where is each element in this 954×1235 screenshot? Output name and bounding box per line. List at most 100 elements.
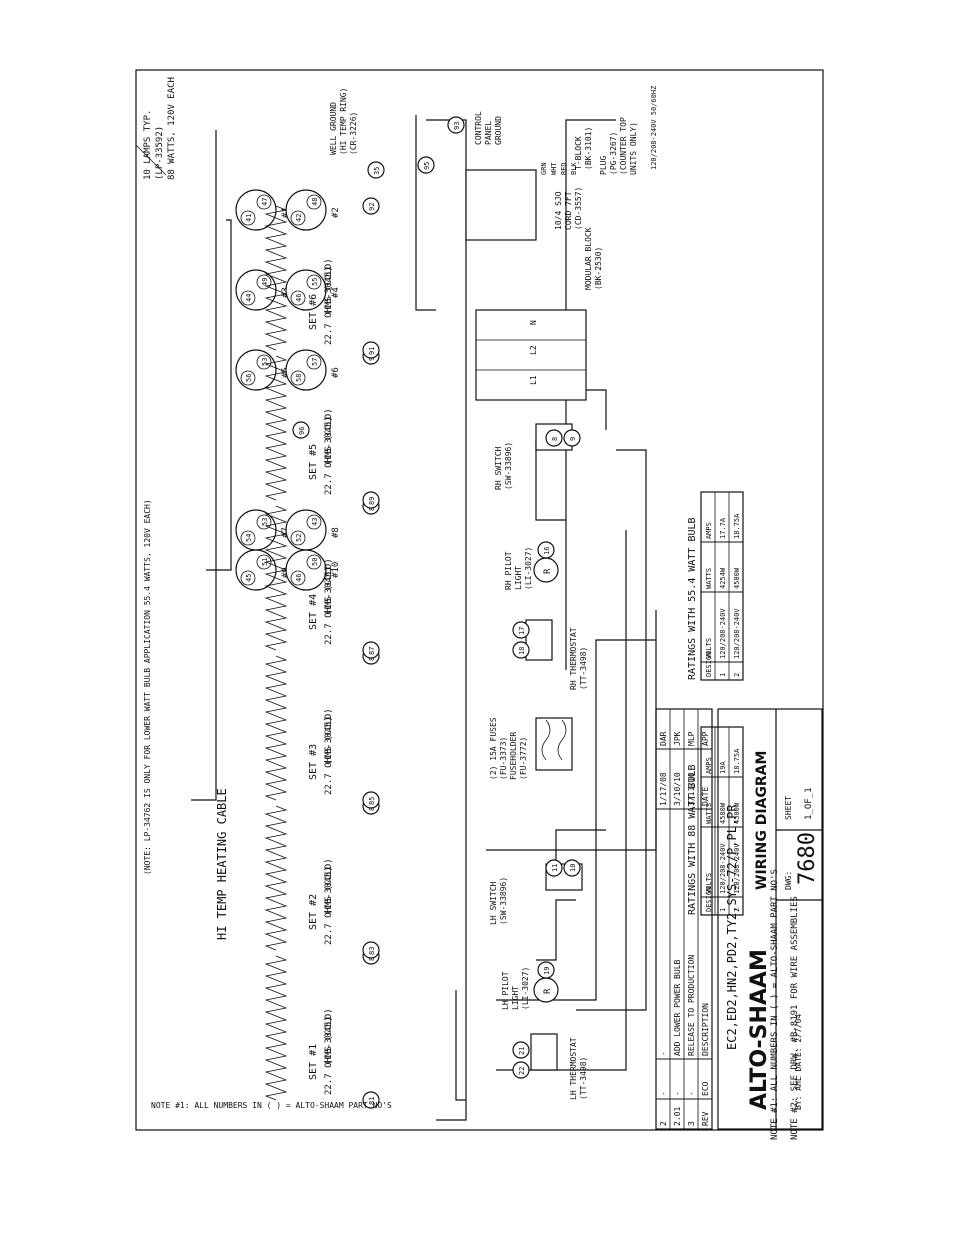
table-cell: 2 xyxy=(733,908,741,912)
revision-cell: - xyxy=(659,1091,668,1096)
lamp-terminal-a: 54 xyxy=(245,534,253,542)
revision-cell: DESCRIPTION xyxy=(701,1003,710,1056)
rotated-drawing: (NOTE: LP-34762 IS ONLY FOR LOWER WATT B… xyxy=(135,77,823,1130)
well-ground-label: WELL GROUND xyxy=(329,102,338,155)
wire-wht: WHT xyxy=(550,162,558,175)
table-cell: 18.75A xyxy=(733,748,741,774)
lamp-terminal-a: 45 xyxy=(245,574,253,582)
lh-switch-label: LH SWITCH xyxy=(489,881,498,925)
revision-cell: 2 xyxy=(659,1121,668,1126)
lamp-terminal-a: 41 xyxy=(245,214,253,222)
heating-set-part: (CB-3045) xyxy=(324,866,334,915)
lamp-label: #6 xyxy=(331,367,341,378)
by-date: BY: AHL DATE: 2/7/04 xyxy=(794,1013,803,1110)
dwg-label: DWG: xyxy=(784,871,793,890)
svg-text:R: R xyxy=(543,988,553,994)
table-cell: 4254W xyxy=(719,567,727,589)
lh-pilot-line3: (LI-3027) xyxy=(521,967,530,1010)
revision-cell: REV xyxy=(701,1111,710,1126)
svg-text:10: 10 xyxy=(569,864,577,872)
terminal-l2: L2 xyxy=(529,345,538,355)
svg-text:19: 19 xyxy=(543,967,551,975)
plug-note-1: (COUNTER TOP xyxy=(619,117,628,175)
heating-set-part: (CB-3045) xyxy=(324,1016,334,1065)
terminal-l1: L1 xyxy=(529,375,538,385)
table-cell: 1 xyxy=(719,673,727,677)
heating-set-3: SET #322.7 OHMS (COLD)(CB-3045)8586 xyxy=(264,647,380,809)
plug-note-2: UNITS ONLY) xyxy=(629,122,638,175)
well-ground-part: (CR-3226) xyxy=(349,112,358,155)
revision-cell: 3 xyxy=(687,1121,696,1126)
table-cell: 2 xyxy=(733,673,741,677)
lh-pilot-label: LH PILOT xyxy=(501,971,510,1010)
heating-cable-group: SET #122.7 OHMS (COLD)(CB-3045)8182SET #… xyxy=(264,197,380,1109)
lamp-terminal-a: 44 xyxy=(245,294,253,302)
svg-text:22: 22 xyxy=(518,1067,526,1075)
lamp-label: #10 xyxy=(331,562,341,578)
heating-set-part: (CB-3045) xyxy=(324,716,334,765)
revision-cell: 3/11/10 xyxy=(687,772,696,806)
revision-cell: 3/10/10 xyxy=(673,772,682,806)
dwg-number: 7680 xyxy=(795,832,820,885)
heating-set-right-node: 92 xyxy=(368,203,376,211)
lamp-2: 42 48 #2 xyxy=(285,189,341,231)
cord-part: (CD-3557) xyxy=(574,187,583,230)
plug-part: (PG-3267) xyxy=(609,132,618,175)
lamp-terminal-a: 42 xyxy=(295,214,303,222)
lh-pilot-line2: LIGHT xyxy=(511,986,520,1010)
fuseholder-part: (FU-3772) xyxy=(519,737,528,780)
wire-red: RED xyxy=(560,162,568,175)
heating-set-left-node: 87 xyxy=(368,647,376,655)
table-title: RATINGS WITH 55.4 WATT BULB xyxy=(687,517,698,680)
heating-set-left-node: 89 xyxy=(368,497,376,505)
heating-set-ohms: 22.7 OHMS (COLD) xyxy=(324,708,334,795)
heating-set-ohms: 22.7 OHMS (COLD) xyxy=(324,1008,334,1095)
lamps-note-leader xyxy=(135,144,167,176)
rh-pilot-label: RH PILOT xyxy=(504,551,513,590)
lamp-terminal-b: 57 xyxy=(311,358,319,366)
modular-block-label: MODULAR BLOCK xyxy=(584,227,593,290)
title-block: ALTO-SHAAM WIRING DIAGRAM EC2,ED2,HN2,PD… xyxy=(717,708,823,1130)
heating-set-left-node: 91 xyxy=(368,347,376,355)
cord-label: 10/4 SJO xyxy=(554,191,563,230)
lamp-terminal-a: 46 xyxy=(295,294,303,302)
lamp-terminal-a: 52 xyxy=(295,534,303,542)
lamp-label: #8 xyxy=(331,527,341,538)
table-cell: DESIGN xyxy=(705,652,713,677)
cord-length: CORD 7FT xyxy=(564,191,573,230)
lamp-group: 4147#14248#24449#34655#45653#55857#65453… xyxy=(235,189,341,591)
svg-text:95: 95 xyxy=(423,162,431,170)
revision-cell: APP xyxy=(701,731,710,746)
heating-set-ohms: 22.7 OHMS (COLD) xyxy=(324,558,334,645)
heating-set-label: SET #6 xyxy=(308,294,319,330)
modular-block: L1 L2 N MODULAR BLOCK (BK-2530) xyxy=(475,227,603,401)
table-cell: 120/208-240V xyxy=(733,608,741,659)
model-list: EC2,ED2,HN2,PD2,TY2,SYS-72/P,PL,PR xyxy=(725,804,739,1050)
control-panel-ground-2: PANEL xyxy=(484,121,493,145)
terminal-n: N xyxy=(529,320,538,325)
lh-switch: 11 10 LH SWITCH (SW-33896) xyxy=(489,859,583,925)
table-title: RATINGS WITH 88 WATT BULB xyxy=(687,764,698,915)
lh-switch-part: (SW-33896) xyxy=(499,877,508,925)
revision-cell: ADD LOWER POWER BULB xyxy=(673,959,682,1056)
t-block: 10/4 SJO CORD 7FT (CD-3557) T-BLOCK (BK-… xyxy=(465,86,658,241)
rh-thermostat-label: RH THERMOSTAT xyxy=(569,627,578,690)
table-cell: VOLTS xyxy=(705,873,713,894)
lamp-terminal-b: 48 xyxy=(311,198,319,206)
svg-text:11: 11 xyxy=(551,864,559,872)
lh-thermostat-label: LH THERMOSTAT xyxy=(569,1037,578,1100)
table-cell: WATTS xyxy=(705,803,713,824)
table-cell: 4580W xyxy=(719,802,727,824)
table-cell: 17.7A xyxy=(719,517,727,539)
table-cell: VOLTS xyxy=(705,638,713,659)
lh-thermostat-part: (TT-3498) xyxy=(579,1057,588,1100)
lamp-label: #2 xyxy=(331,207,341,218)
lamp-terminal-b: 53 xyxy=(261,358,269,366)
